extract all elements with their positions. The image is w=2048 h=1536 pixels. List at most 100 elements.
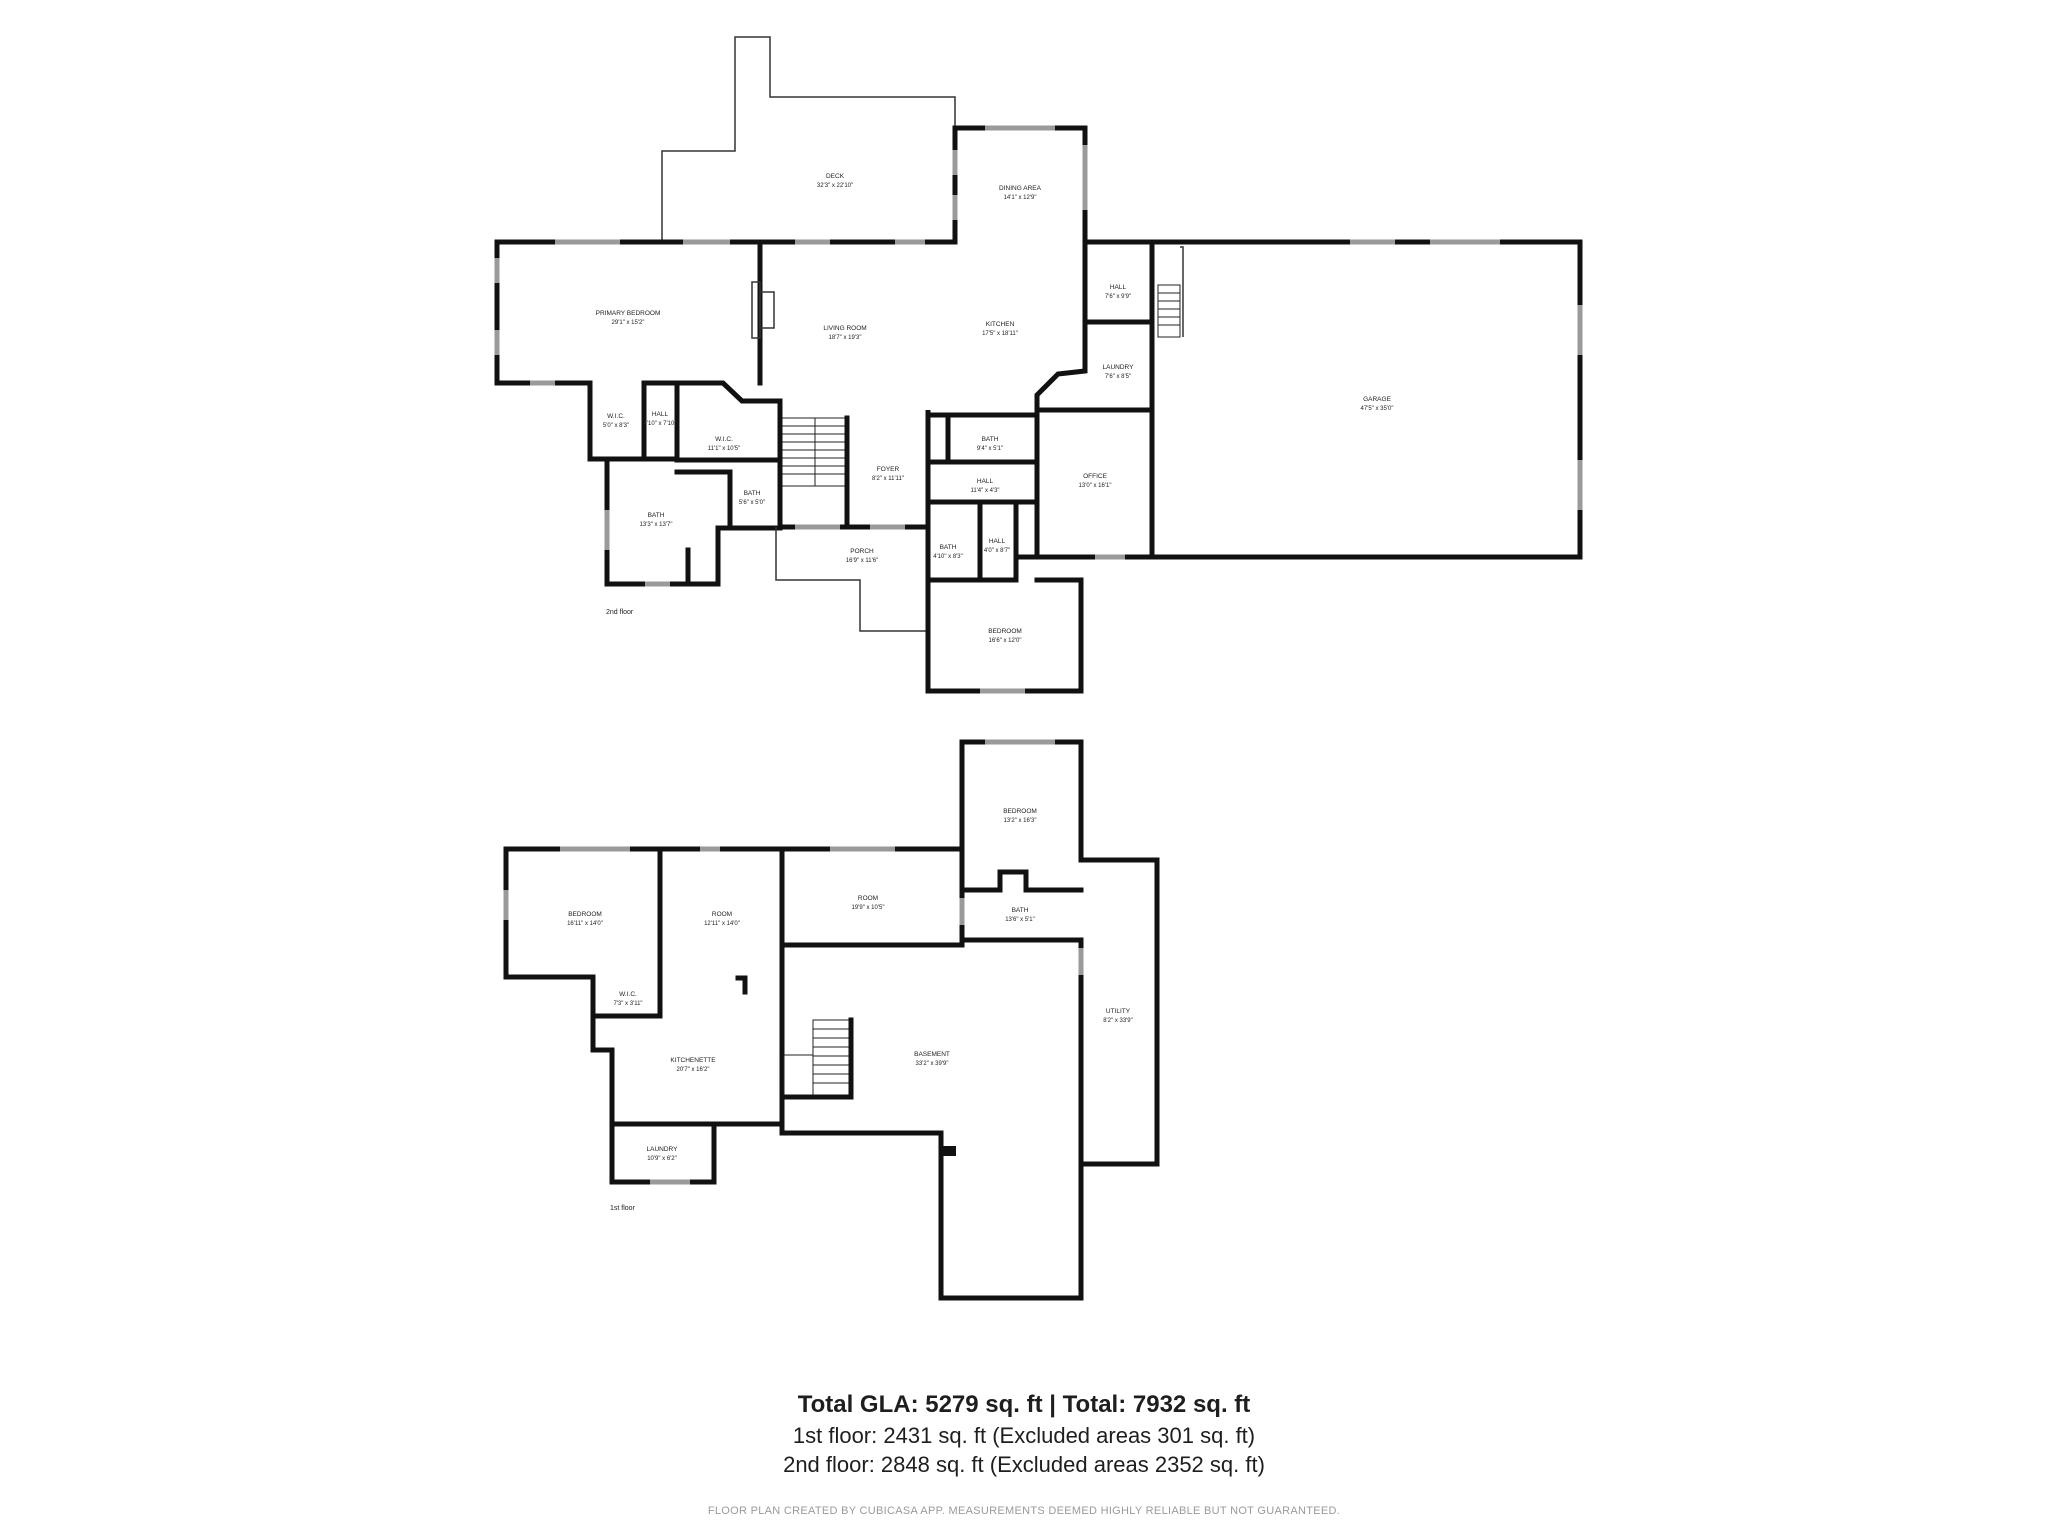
svg-text:HALL: HALL bbox=[1110, 284, 1127, 291]
bedroom-b1-dim: 13'2" x 16'3" bbox=[1004, 818, 1037, 824]
stair-enclosure bbox=[781, 1017, 854, 1100]
svg-text:BEDROOM: BEDROOM bbox=[1003, 808, 1037, 815]
bedroom-up-dim: 16'6" x 12'0" bbox=[989, 638, 1022, 644]
basement-walls bbox=[779, 937, 1084, 1301]
svg-text:12'11" x 14'0": 12'11" x 14'0" bbox=[704, 921, 740, 927]
office-dim: 13'0" x 16'1" bbox=[1079, 483, 1112, 489]
primary-bedroom-label: PRIMARY BEDROOM bbox=[596, 310, 661, 317]
cubicasa-credit: FLOOR PLAN CREATED BY CUBICASA APP. MEAS… bbox=[707, 1505, 1341, 1517]
bedroom-b1-label: BEDROOM bbox=[1003, 808, 1037, 815]
fireplace-hearth bbox=[759, 291, 775, 329]
hall-wic-dim: 4'10" x 7'10" bbox=[644, 421, 677, 427]
svg-text:8'2" x 33'9": 8'2" x 33'9" bbox=[1103, 1018, 1133, 1024]
svg-text:16'9" x 11'6": 16'9" x 11'6" bbox=[846, 558, 878, 564]
porch-outline bbox=[775, 527, 928, 632]
svg-text:BATH: BATH bbox=[648, 512, 665, 519]
bedroom-up-walls bbox=[925, 577, 1084, 694]
basement-dim: 33'2" x 39'9" bbox=[916, 1061, 949, 1067]
bath-b-dim: 13'6" x 5'1" bbox=[1005, 917, 1035, 923]
bath-mid-label: BATH bbox=[982, 436, 999, 443]
svg-text:17'5" x 18'11": 17'5" x 18'11" bbox=[982, 331, 1018, 337]
bath-small-label: BATH bbox=[744, 490, 761, 497]
svg-text:4'10" x 8'3": 4'10" x 8'3" bbox=[933, 554, 963, 560]
svg-text:BEDROOM: BEDROOM bbox=[988, 628, 1022, 635]
bedroom-b2-label: BEDROOM bbox=[568, 911, 602, 918]
svg-text:4'0" x 8'7": 4'0" x 8'7" bbox=[984, 548, 1010, 554]
svg-text:16'11" x 14'0": 16'11" x 14'0" bbox=[567, 921, 603, 927]
basement-stair-lower bbox=[783, 1054, 814, 1098]
svg-text:PORCH: PORCH bbox=[850, 548, 874, 555]
svg-text:13'6" x 5'1": 13'6" x 5'1" bbox=[1005, 917, 1035, 923]
svg-text:BATH: BATH bbox=[744, 490, 761, 497]
lower-floor-tag: 1st floor bbox=[610, 1205, 636, 1212]
bath-b-label: BATH bbox=[1012, 907, 1029, 914]
kitchenette-walls bbox=[590, 1013, 785, 1127]
wic2-dim: 11'1" x 10'5" bbox=[708, 446, 740, 452]
upper-windows bbox=[494, 125, 1583, 694]
porch-dim: 16'9" x 11'6" bbox=[846, 558, 878, 564]
svg-text:KITCHEN: KITCHEN bbox=[986, 321, 1015, 328]
dining-dim: 14'1" x 12'9" bbox=[1004, 195, 1037, 201]
svg-text:ROOM: ROOM bbox=[712, 911, 732, 918]
svg-text:5'6" x 5'0": 5'6" x 5'0" bbox=[739, 500, 765, 506]
wic-b-walls bbox=[590, 974, 663, 1019]
svg-text:BATH: BATH bbox=[982, 436, 999, 443]
lower-windows bbox=[503, 739, 1084, 1185]
bedroom-b2-dim: 16'11" x 14'0" bbox=[567, 921, 603, 927]
svg-text:OFFICE: OFFICE bbox=[1083, 473, 1107, 480]
kitchenette-label: KITCHENETTE bbox=[670, 1057, 716, 1064]
kitchen-east-walls bbox=[1034, 239, 1155, 413]
hall-up-dim: 7'6" x 9'9" bbox=[1105, 294, 1131, 300]
hall-low-dim: 4'0" x 8'7" bbox=[984, 548, 1010, 554]
bath-low-dim: 4'10" x 8'3" bbox=[933, 554, 963, 560]
svg-text:UTILITY: UTILITY bbox=[1106, 1008, 1131, 1015]
svg-text:10'9" x 6'2": 10'9" x 6'2" bbox=[647, 1156, 677, 1162]
lower-floor-plan bbox=[503, 739, 1160, 1301]
svg-text:4'10" x 7'10": 4'10" x 7'10" bbox=[644, 421, 677, 427]
hall-low-walls bbox=[977, 554, 1040, 583]
svg-text:33'2" x 39'9": 33'2" x 39'9" bbox=[916, 1061, 949, 1067]
room-b1-label: ROOM bbox=[712, 911, 732, 918]
second-floor-summary: 2nd floor: 2848 sq. ft (Excluded areas 2… bbox=[783, 1452, 1265, 1477]
svg-text:47'5" x 35'0": 47'5" x 35'0" bbox=[1361, 406, 1394, 412]
upper-floor-plan bbox=[494, 36, 1583, 694]
kitchen-dim: 17'5" x 18'11" bbox=[982, 331, 1018, 337]
svg-text:5'0" x 8'3": 5'0" x 8'3" bbox=[603, 423, 629, 429]
svg-text:LIVING ROOM: LIVING ROOM bbox=[823, 325, 866, 332]
svg-text:FOYER: FOYER bbox=[877, 466, 900, 473]
living-dim: 18'7" x 19'3" bbox=[829, 335, 862, 341]
svg-text:DINING AREA: DINING AREA bbox=[999, 185, 1042, 192]
laundry-b-label: LAUNDRY bbox=[647, 1146, 679, 1153]
svg-text:13'0" x 16'1": 13'0" x 16'1" bbox=[1079, 483, 1112, 489]
laundry-b-walls bbox=[609, 1121, 717, 1185]
bedroom-up-label: BEDROOM bbox=[988, 628, 1022, 635]
first-floor-summary: 1st floor: 2431 sq. ft (Excluded areas 3… bbox=[792, 1423, 1256, 1448]
basement-stair-treads bbox=[813, 1028, 851, 1084]
svg-text:11'4" x 4'3": 11'4" x 4'3" bbox=[970, 488, 999, 494]
svg-text:BEDROOM: BEDROOM bbox=[568, 911, 602, 918]
wic-b-label: W.I.C. bbox=[619, 991, 637, 998]
wic-b-dim: 7'3" x 3'11" bbox=[613, 1001, 642, 1007]
basement-stair bbox=[812, 1019, 852, 1098]
utility-walls bbox=[1078, 857, 1160, 1167]
svg-text:8'2" x 11'11": 8'2" x 11'11" bbox=[872, 476, 904, 482]
upper-stair-treads bbox=[782, 418, 847, 486]
bath-primary-walls bbox=[604, 456, 783, 587]
svg-text:W.I.C.: W.I.C. bbox=[607, 413, 625, 420]
svg-text:13'3" x 13'7": 13'3" x 13'7" bbox=[640, 522, 673, 528]
basement-label: BASEMENT bbox=[914, 1051, 950, 1058]
office-label: OFFICE bbox=[1083, 473, 1107, 480]
hall-mid-label: HALL bbox=[977, 478, 994, 485]
bath-mid-dim: 9'4" x 5'1" bbox=[977, 446, 1003, 452]
wic1-walls bbox=[587, 380, 647, 462]
svg-text:GARAGE: GARAGE bbox=[1363, 396, 1391, 403]
deck-label: DECK bbox=[826, 173, 845, 180]
svg-text:19'9" x 10'5": 19'9" x 10'5" bbox=[852, 905, 885, 911]
porch-label: PORCH bbox=[850, 548, 874, 555]
svg-text:ROOM: ROOM bbox=[858, 895, 878, 902]
upper-floor-tag: 2nd floor bbox=[606, 609, 634, 616]
svg-text:13'2" x 16'3": 13'2" x 16'3" bbox=[1004, 818, 1037, 824]
svg-text:1st floor: 1st floor bbox=[610, 1205, 636, 1212]
deck-dim: 32'3" x 22'10" bbox=[817, 183, 853, 189]
svg-text:9'4" x 5'1": 9'4" x 5'1" bbox=[977, 446, 1003, 452]
